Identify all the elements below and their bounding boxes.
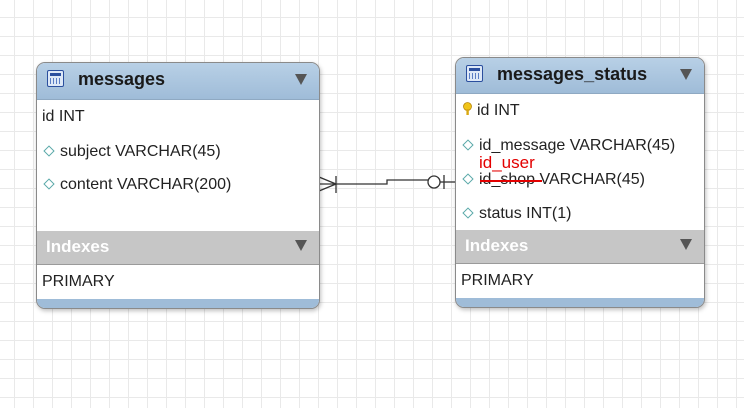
crowfoot-upper: [318, 176, 337, 185]
index-row[interactable]: PRIMARY: [37, 264, 319, 299]
diamond-icon: [43, 178, 55, 190]
column-row[interactable]: id INT: [461, 102, 520, 120]
column-label: id_message VARCHAR(45): [479, 137, 676, 154]
table-footer: [37, 299, 319, 308]
table-title: messages: [78, 69, 166, 89]
diamond-icon: [462, 207, 474, 219]
column-label: content VARCHAR(200): [60, 176, 232, 193]
indexes-section-header[interactable]: Indexes: [37, 231, 319, 264]
column-label: id INT: [42, 108, 85, 125]
table-messages-status[interactable]: messages_status id INT id_message VARCHA…: [455, 57, 705, 308]
column-label: status INT(1): [479, 205, 572, 222]
annotation-replacement-text: id_user: [479, 153, 535, 172]
table-icon: [47, 70, 64, 87]
diamond-icon: [462, 139, 474, 151]
collapse-arrow-icon[interactable]: [680, 239, 692, 250]
table-footer: [456, 298, 704, 307]
column-row[interactable]: content VARCHAR(200): [42, 176, 231, 194]
index-row[interactable]: PRIMARY: [456, 263, 704, 298]
column-row[interactable]: subject VARCHAR(45): [42, 143, 221, 161]
indexes-section-header[interactable]: Indexes: [456, 230, 704, 263]
diamond-icon: [43, 145, 55, 157]
table-title: messages_status: [497, 64, 648, 84]
annotation-strikethrough: [480, 180, 542, 182]
column-row[interactable]: id INT: [42, 108, 85, 126]
collapse-arrow-icon[interactable]: [295, 240, 307, 251]
collapse-arrow-icon[interactable]: [295, 74, 307, 85]
column-label: subject VARCHAR(45): [60, 143, 221, 160]
column-row[interactable]: id_message VARCHAR(45): [461, 137, 675, 155]
table-icon: [466, 65, 483, 82]
zero-circle: [427, 175, 441, 189]
table-header[interactable]: messages: [37, 63, 319, 100]
column-label: id_shop VARCHAR(45): [479, 171, 645, 188]
column-row[interactable]: status INT(1): [461, 205, 571, 223]
primary-key-icon: [463, 102, 472, 115]
table-messages[interactable]: messages id INT subject VARCHAR(45) cont…: [36, 62, 320, 309]
indexes-label: Indexes: [465, 236, 529, 255]
crowfoot-lower: [318, 183, 337, 192]
column-row[interactable]: id_shop VARCHAR(45): [461, 171, 645, 189]
indexes-label: Indexes: [46, 237, 110, 256]
connector-line: [319, 179, 428, 185]
column-label: id INT: [477, 102, 520, 119]
table-header[interactable]: messages_status: [456, 58, 704, 94]
collapse-arrow-icon[interactable]: [680, 69, 692, 80]
diamond-icon: [462, 173, 474, 185]
